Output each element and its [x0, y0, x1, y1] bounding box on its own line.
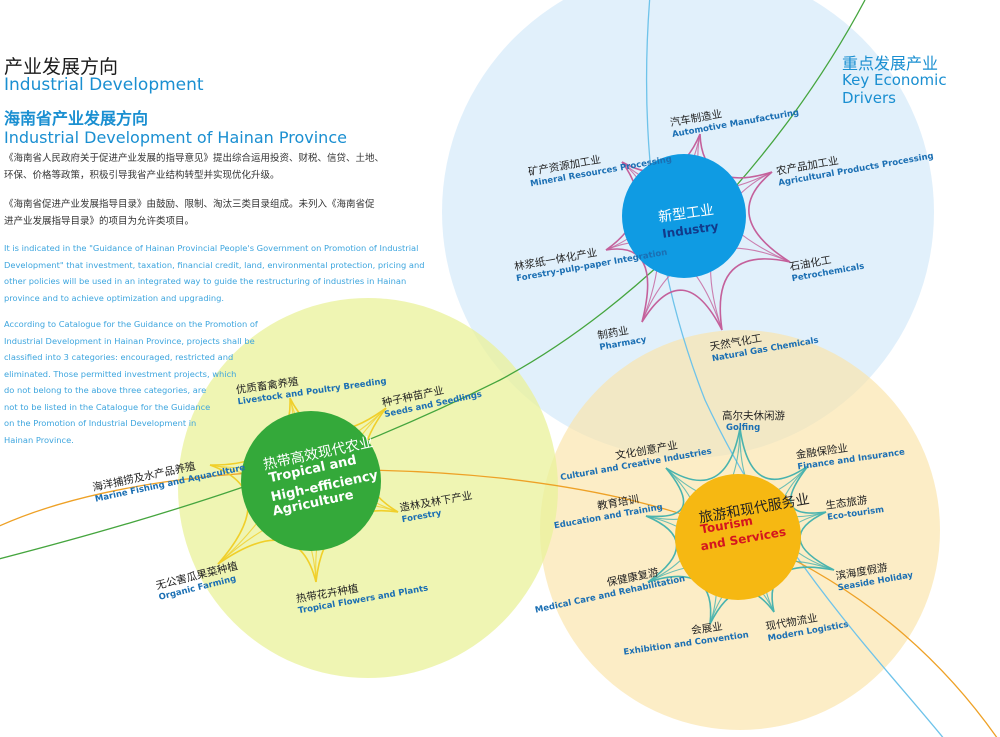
paragraph-en-2-line: eliminated. Those permitted investment p… — [4, 368, 237, 379]
blue-connector-curve — [645, 0, 944, 737]
paragraph-en-2-line: on the Promotion of Industrial Developme… — [4, 418, 197, 428]
paragraph-en-2-line: According to Catalogue for the Guidance … — [4, 319, 258, 329]
paragraph-zh-2-line-2: 进产业发展指导目录》的项目为允许类项目。 — [4, 216, 195, 227]
key-drivers-title-zh: 重点发展产业 — [842, 54, 939, 73]
paragraph-zh-1-line-2: 环保、价格等政策，积极引导我省产业结构转型并实现优化升级。 — [4, 170, 280, 181]
orange-connector-curve — [0, 469, 998, 737]
subtitle-zh: 海南省产业发展方向 — [4, 109, 149, 128]
paragraph-en-2-line: Hainan Province. — [4, 434, 74, 445]
agriculture-hub — [241, 411, 381, 551]
star-edge — [739, 427, 809, 481]
paragraph-en-1-line: Development" that investment, taxation, … — [4, 259, 425, 270]
paragraph-en-2-line: classified into 3 categories: encouraged… — [4, 352, 234, 362]
paragraph-en-1-line: other policies will be used in an integr… — [4, 276, 407, 286]
branch-label-zh: 高尔夫休闲游 — [722, 410, 785, 422]
branch-label-en: Golfing — [726, 423, 761, 433]
star-edge — [605, 248, 649, 323]
star-edge — [645, 467, 685, 518]
page-title-zh: 产业发展方向 — [4, 56, 119, 78]
paragraph-en-2: According to Catalogue for the Guidance … — [4, 316, 258, 448]
paragraph-zh-2-line-1: 《海南省促进产业发展指导目录》由鼓励、限制、淘汰三类目录组成。未列入《海南省促 — [4, 199, 375, 210]
key-drivers-title-en: Key Economic Drivers — [842, 71, 947, 107]
paragraph-en-2-line: not to be listed in the Catalogue for th… — [4, 401, 211, 412]
star-edge — [719, 258, 791, 331]
star-edge — [665, 427, 741, 482]
page-title-en: Industrial Development — [4, 75, 204, 95]
industry-hub — [622, 154, 746, 278]
paragraph-en-1: It is indicated in the "Guidance of Hain… — [4, 240, 424, 306]
branch-golfing: 高尔夫休闲游 Golfing — [722, 408, 785, 433]
subtitle-en: Industrial Development of Hainan Provinc… — [4, 128, 347, 147]
paragraph-en-1-line: It is indicated in the "Guidance of Hain… — [4, 243, 419, 253]
paragraph-en-2-line: do not belong to the above three categor… — [4, 385, 207, 395]
green-connector-curve — [0, 0, 866, 560]
tourism-hub — [675, 474, 801, 600]
paragraph-en-1-line: province and to achieve optimization and… — [4, 292, 225, 303]
paragraph-zh-2: 《海南省促进产业发展指导目录》由鼓励、限制、淘汰三类目录组成。未列入《海南省促 … — [4, 196, 375, 230]
star-edge — [748, 171, 791, 263]
paragraph-zh-1-line-1: 《海南省人民政府关于促进产业发展的指导意见》提出综合运用投资、财税、信贷、土地、 — [4, 153, 385, 164]
paragraph-zh-1: 《海南省人民政府关于促进产业发展的指导意见》提出综合运用投资、财税、信贷、土地、… — [4, 150, 384, 184]
star-edge — [641, 289, 723, 331]
paragraph-en-2-line: Industrial Development in Hainan Provinc… — [4, 335, 255, 346]
